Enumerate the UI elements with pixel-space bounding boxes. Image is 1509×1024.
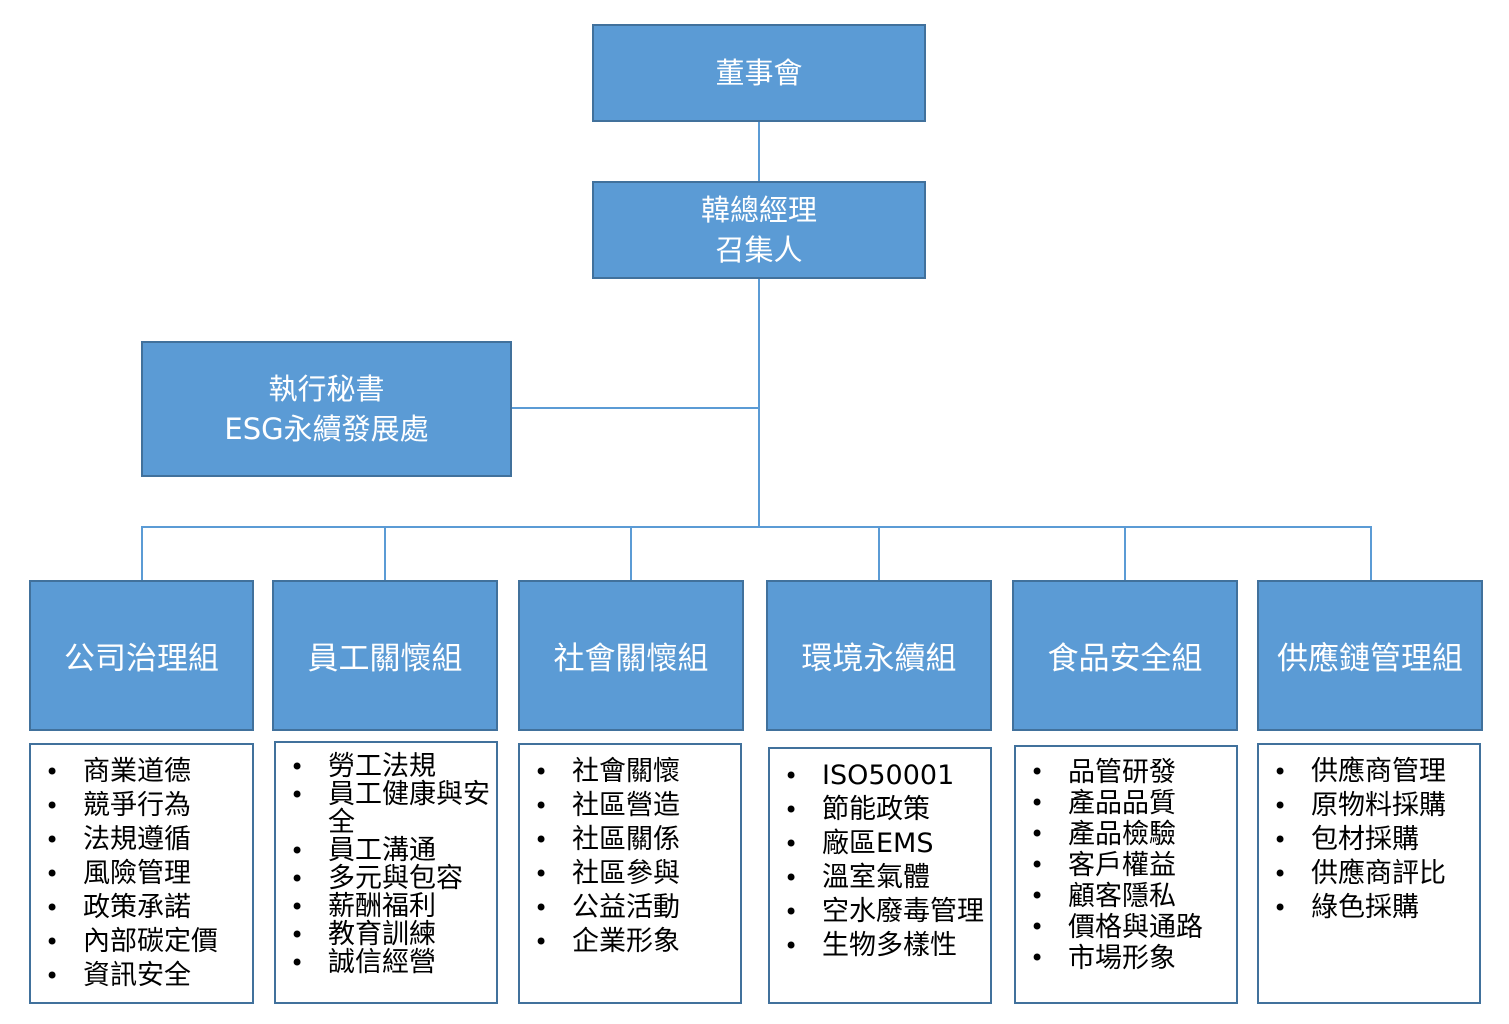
- list-item: 節能政策: [784, 793, 984, 827]
- connector-group-6: [1370, 526, 1372, 581]
- connector-board-gm: [758, 121, 760, 182]
- connector-group-2: [384, 526, 386, 581]
- connector-group-1: [141, 526, 143, 581]
- secretary-box: 執行秘書 ESG永續發展處: [141, 341, 512, 477]
- group-box-supply-chain: 供應鏈管理組: [1257, 580, 1483, 731]
- list-item: 競爭行為: [45, 789, 246, 823]
- list-item: 社區營造: [534, 789, 734, 823]
- list-item: 政策承諾: [45, 891, 246, 925]
- list-item: 薪酬福利: [290, 893, 490, 922]
- connector-horizontal-bar: [141, 526, 1372, 528]
- group-title: 食品安全組: [1047, 641, 1203, 677]
- list-item: 價格與通路: [1030, 912, 1230, 943]
- group-box-governance: 公司治理組: [29, 580, 254, 731]
- connector-secretary: [511, 407, 759, 409]
- list-item: 原物料採購: [1273, 789, 1473, 823]
- group-title: 社會關懷組: [553, 641, 709, 677]
- group-box-social: 社會關懷組: [518, 580, 744, 731]
- gm-title: 韓總經理: [700, 193, 817, 227]
- list-item: 內部碳定價: [45, 925, 246, 959]
- list-governance: 商業道德 競爭行為 法規遵循 風險管理 政策承諾 內部碳定價 資訊安全: [29, 743, 254, 1004]
- list-item: 產品檢驗: [1030, 819, 1230, 850]
- list-item: 產品品質: [1030, 788, 1230, 819]
- list-item: 溫室氣體: [784, 861, 984, 895]
- list-item: 生物多樣性: [784, 929, 984, 963]
- list-item: 社區參與: [534, 857, 734, 891]
- list-item: 供應商管理: [1273, 755, 1473, 789]
- group-box-environment: 環境永續組: [766, 580, 992, 731]
- list-item: 法規遵循: [45, 823, 246, 857]
- list-item: 商業道德: [45, 755, 246, 789]
- list-item: 誠信經營: [290, 949, 490, 978]
- list-item: 企業形象: [534, 925, 734, 959]
- list-item: ISO50001: [784, 759, 984, 793]
- list-item: 社區關係: [534, 823, 734, 857]
- board-box: 董事會: [592, 24, 926, 122]
- group-title: 環境永續組: [801, 641, 957, 677]
- gm-role: 召集人: [715, 233, 803, 267]
- list-item: 空水廢毒管理: [784, 895, 984, 929]
- connector-group-4: [878, 526, 880, 581]
- secretary-unit: ESG永續發展處: [224, 412, 429, 446]
- list-item: 社會關懷: [534, 755, 734, 789]
- list-item: 廠區EMS: [784, 827, 984, 861]
- group-title: 員工關懷組: [307, 641, 463, 677]
- list-item: 市場形象: [1030, 943, 1230, 974]
- connector-group-5: [1124, 526, 1126, 581]
- connector-gm-trunk: [758, 278, 760, 528]
- secretary-title: 執行秘書: [268, 372, 385, 406]
- list-item: 員工健康與安全: [290, 781, 490, 837]
- group-title: 公司治理組: [64, 641, 219, 677]
- group-box-food-safety: 食品安全組: [1012, 580, 1238, 731]
- list-item: 顧客隱私: [1030, 881, 1230, 912]
- list-item: 風險管理: [45, 857, 246, 891]
- list-item: 供應商評比: [1273, 857, 1473, 891]
- group-box-employee: 員工關懷組: [272, 580, 498, 731]
- list-item: 多元與包容: [290, 865, 490, 894]
- board-label: 董事會: [715, 56, 803, 90]
- connector-group-3: [630, 526, 632, 581]
- list-item: 綠色採購: [1273, 891, 1473, 925]
- list-item: 教育訓練: [290, 921, 490, 950]
- group-title: 供應鏈管理組: [1277, 641, 1463, 677]
- list-item: 品管研發: [1030, 757, 1230, 788]
- list-supply-chain: 供應商管理 原物料採購 包材採購 供應商評比 綠色採購: [1257, 743, 1481, 1004]
- list-item: 員工溝通: [290, 837, 490, 866]
- list-item: 勞工法規: [290, 753, 490, 782]
- list-item: 公益活動: [534, 891, 734, 925]
- list-social: 社會關懷 社區營造 社區關係 社區參與 公益活動 企業形象: [518, 743, 742, 1004]
- list-food-safety: 品管研發 產品品質 產品檢驗 客戶權益 顧客隱私 價格與通路 市場形象: [1014, 745, 1238, 1004]
- list-item: 包材採購: [1273, 823, 1473, 857]
- list-employee: 勞工法規 員工健康與安全 員工溝通 多元與包容 薪酬福利 教育訓練 誠信經營: [274, 741, 498, 1004]
- list-environment: ISO50001 節能政策 廠區EMS 溫室氣體 空水廢毒管理 生物多樣性: [768, 747, 992, 1004]
- list-item: 客戶權益: [1030, 850, 1230, 881]
- list-item: 資訊安全: [45, 959, 246, 993]
- gm-box: 韓總經理 召集人: [592, 181, 926, 279]
